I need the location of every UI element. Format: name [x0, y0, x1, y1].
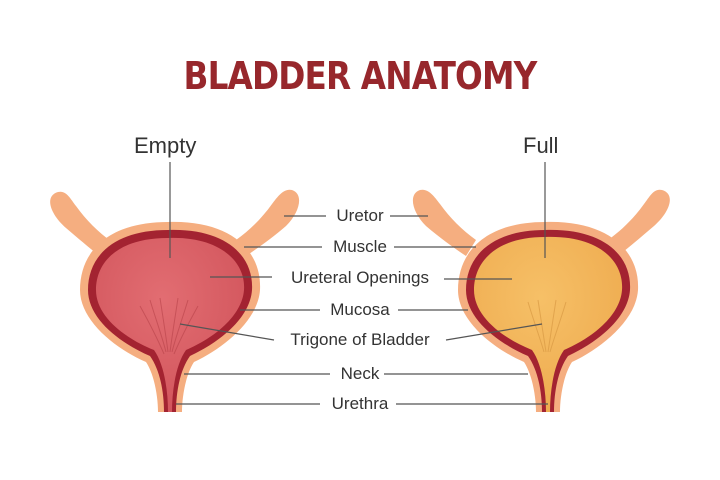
full-right-ureter — [608, 189, 670, 256]
label-trigone: Trigone of Bladder — [290, 330, 430, 349]
leader-lines — [169, 162, 548, 405]
full-trigone-folds — [527, 299, 567, 353]
full-left-ureter — [412, 189, 476, 256]
label-muscle: Muscle — [333, 237, 387, 256]
label-mucosa: Mucosa — [330, 300, 390, 319]
empty-mucosa — [96, 237, 245, 412]
page-title: BLADDER ANATOMY — [183, 54, 538, 98]
empty-left-ureter — [50, 191, 112, 258]
trigone-line-right — [445, 323, 543, 341]
empty-bladder — [50, 189, 300, 412]
full-mucosa — [474, 236, 623, 412]
empty-trigone-folds — [139, 297, 199, 355]
empty-right-ureter — [236, 189, 300, 256]
trigone-line-left — [179, 323, 275, 341]
empty-state-label: Empty — [134, 133, 197, 158]
label-neck: Neck — [340, 364, 380, 383]
full-bladder — [412, 189, 670, 412]
label-uretor: Uretor — [336, 206, 384, 225]
label-ureteral-openings: Ureteral Openings — [291, 268, 429, 287]
full-state-label: Full — [523, 133, 559, 158]
label-urethra: Urethra — [331, 394, 389, 413]
